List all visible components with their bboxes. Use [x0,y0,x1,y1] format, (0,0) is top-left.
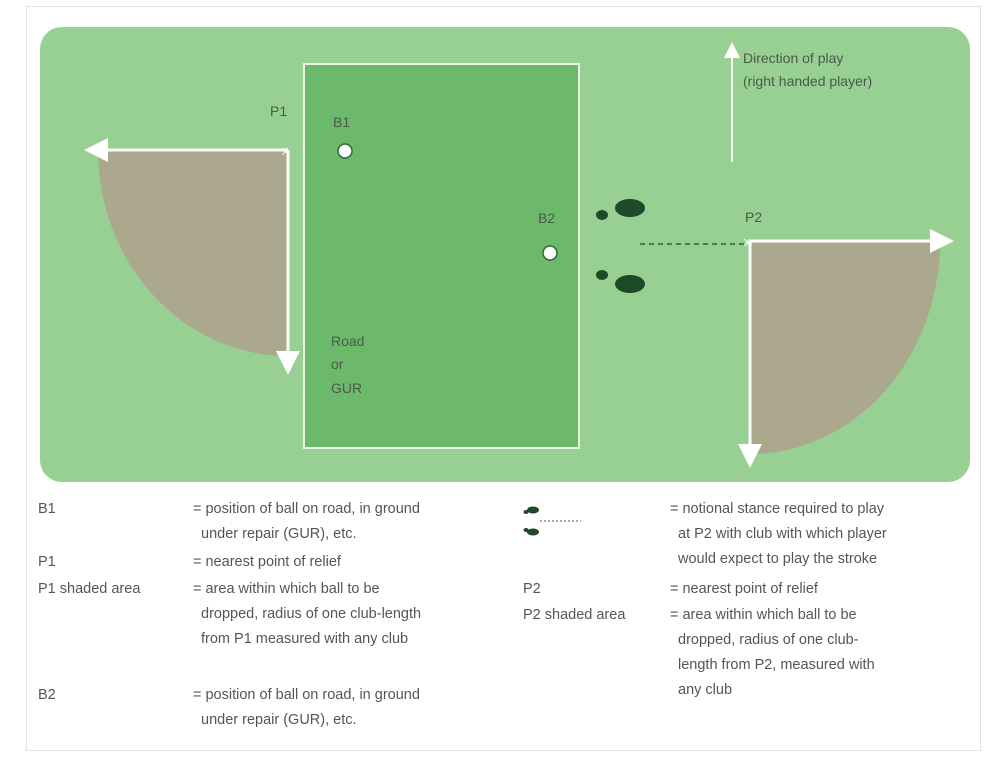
b1-label: B1 [333,114,350,130]
stance-footprints-icon [596,199,645,293]
ball-b1 [337,143,353,159]
legend-term-b2: B2 [38,687,56,703]
relief-diagram: x P1 B1 B2 Road or GUR x P2 Direction of… [40,27,970,482]
legend-def-line: = area within which ball to be [670,607,857,623]
p1-shaded-area [98,150,288,356]
p2-shaded-area [750,241,940,454]
p1-marker-x: x [282,143,289,158]
direction-label-line1: Direction of play [743,50,843,66]
legend-def-stance: = notional stance required to play at P2… [670,497,970,572]
legend-def-line: from P1 measured with any club [201,631,409,647]
legend-def-p2-shaded: = area within which ball to be dropped, … [670,603,970,703]
legend-def-p1-shaded: = area within which ball to be dropped, … [193,577,523,652]
legend-term-p1-shaded: P1 shaded area [38,581,141,597]
legend-def-line: any club [678,682,733,698]
legend-def-line: would expect to play the stroke [678,551,878,567]
direction-label-line2: (right handed player) [743,73,872,89]
legend-def-b2: = position of ball on road, in ground un… [193,683,523,733]
p1-label: P1 [270,103,287,119]
legend-def-line: = position of ball on road, in ground [193,687,420,703]
legend-def-line: = nearest point of relief [193,554,341,570]
legend-def-line: under repair (GUR), etc. [201,526,357,542]
ball-b2 [542,245,558,261]
legend-term-p2: P2 [523,581,541,597]
legend-def-p2: = nearest point of relief [670,577,970,602]
road-label-line2: or [331,356,344,372]
legend-term-p1: P1 [38,554,56,570]
legend-def-line: length from P2, measured with [678,657,875,673]
legend-def-b1: = position of ball on road, in ground un… [193,497,523,547]
legend-def-line: = area within which ball to be [193,581,380,597]
legend-def-line: = notional stance required to play [670,501,885,517]
legend-def-p1: = nearest point of relief [193,550,523,575]
p2-label: P2 [745,209,762,225]
legend-def-line: dropped, radius of one club-length [201,606,422,622]
legend-term-b1: B1 [38,501,56,517]
legend-def-line: = nearest point of relief [670,581,818,597]
p2-marker-x: x [744,234,751,249]
legend-term-p2-shaded: P2 shaded area [523,607,626,623]
b2-label: B2 [538,210,555,226]
legend-def-line: under repair (GUR), etc. [201,712,357,728]
road-label-line1: Road [331,333,364,349]
legend-def-line: at P2 with club with which player [678,526,887,542]
stance-icon [523,506,581,536]
legend-def-line: dropped, radius of one club- [678,632,859,648]
road-label-line3: GUR [331,380,362,396]
legend-def-line: = position of ball on road, in ground [193,501,420,517]
legend: B1 = position of ball on road, in ground… [38,497,968,747]
road-gur-area [303,63,580,449]
